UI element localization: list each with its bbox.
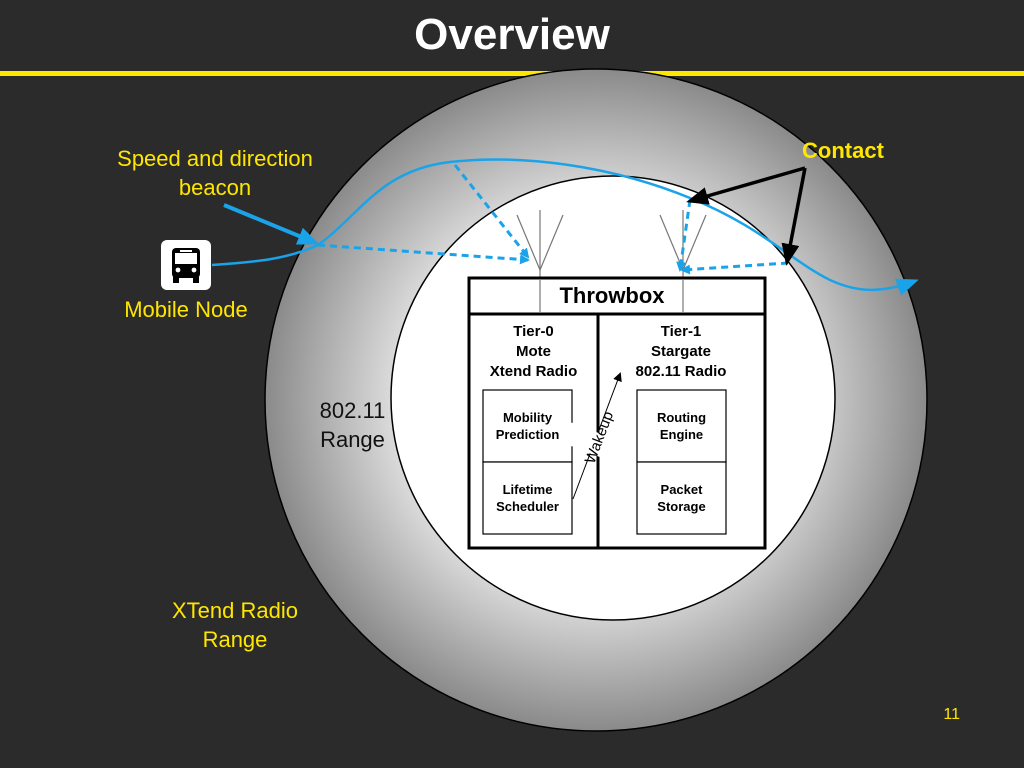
wifi-range-line1: 802.11 [319, 398, 386, 423]
beacon-pointer-arrow [223, 203, 320, 245]
tier0-header: Tier-0 Mote Xtend Radio [471, 322, 596, 382]
packet-storage-line1: Packet [660, 482, 703, 497]
xtend-range-line2: Range [202, 627, 268, 652]
slide-title: Overview [414, 10, 610, 59]
mobile-node-label: Mobile Node [124, 297, 248, 322]
packet-storage-module [636, 461, 727, 535]
wifi-range-label: 802.11 Range [300, 396, 405, 454]
page-number: 11 [943, 706, 960, 723]
routing-engine-line1: Routing [656, 410, 707, 425]
lifetime-scheduler-module [482, 461, 573, 535]
beacon-dashed-lines [317, 164, 789, 275]
throwbox-title: Throwbox [544, 282, 680, 310]
mobility-prediction-label: Mobility Prediction [483, 409, 572, 443]
lifetime-scheduler-label: Lifetime Scheduler [483, 481, 572, 515]
tier0-radio: Xtend Radio [489, 363, 578, 380]
tier1-title: Tier-1 [660, 323, 702, 340]
wifi-range-line2: Range [320, 427, 385, 452]
title-divider [0, 71, 1024, 76]
tier0-device: Mote [516, 343, 551, 360]
mobility-prediction-line1: Mobility [502, 410, 553, 425]
routing-engine-line2: Engine [659, 427, 704, 442]
packet-storage-line2: Storage [657, 499, 706, 514]
bus-icon [161, 240, 211, 290]
tier1-radio: 802.11 Radio [635, 363, 727, 380]
packet-storage-label: Packet Storage [637, 481, 726, 515]
contact-arrows [686, 166, 807, 266]
tier1-header: Tier-1 Stargate 802.11 Radio [606, 322, 756, 382]
xtend-range-label: XTend Radio Range [140, 596, 330, 654]
mobility-prediction-line2: Prediction [495, 427, 560, 442]
antenna-icon [516, 210, 564, 280]
routing-engine-label: Routing Engine [637, 409, 726, 443]
beacon-label: Speed and direction beacon [117, 146, 313, 200]
mobile-node-path [211, 158, 919, 296]
lifetime-scheduler-line1: Lifetime [502, 482, 553, 497]
lifetime-scheduler-line2: Scheduler [496, 499, 559, 514]
contact-label: Contact [802, 138, 884, 163]
xtend-range-line1: XTend Radio [172, 598, 298, 623]
tier0-title: Tier-0 [513, 323, 554, 340]
tier1-device: Stargate [650, 343, 712, 360]
mobility-prediction-module [482, 389, 573, 463]
